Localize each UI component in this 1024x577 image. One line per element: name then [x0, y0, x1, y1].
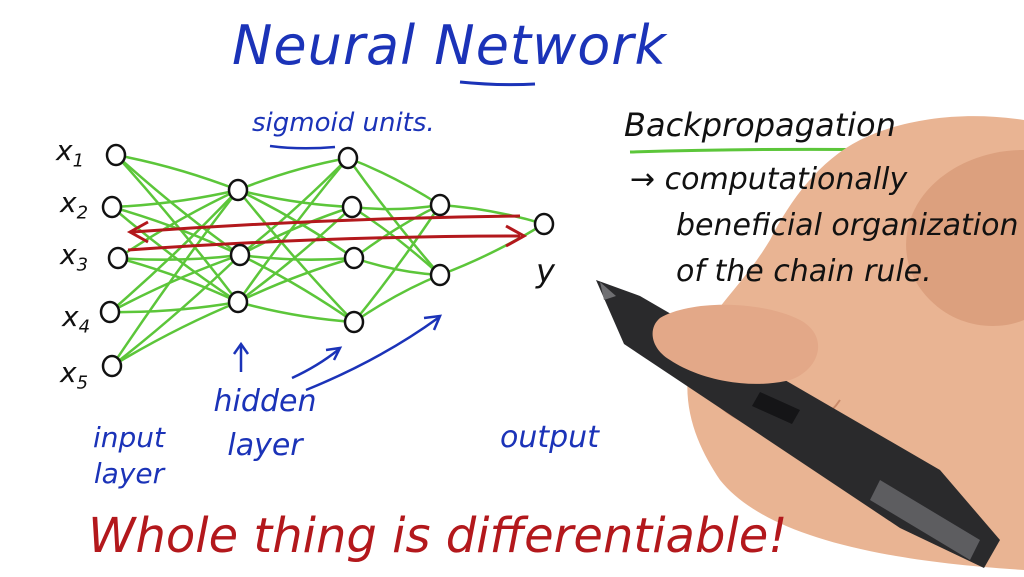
connection-edge [237, 256, 355, 304]
connection-edge [109, 300, 239, 314]
hand-with-pen [596, 116, 1024, 570]
connection-edge [111, 206, 239, 304]
hidden-node [227, 290, 249, 314]
sigmoid-underline [269, 144, 336, 150]
connection-edge [239, 205, 353, 257]
backprop-title: Backpropagation [624, 106, 896, 144]
connection-edge [117, 256, 239, 304]
input-layer-label-line1: input [92, 421, 166, 454]
connection-edge [109, 253, 241, 314]
hidden-arrow-right1-head [325, 346, 343, 361]
connection-edge [353, 204, 442, 323]
output-node [533, 212, 555, 236]
hidden-arrow-up-head [232, 341, 250, 355]
backprop-line-1: → computationally [630, 162, 908, 197]
title-underline [459, 80, 536, 87]
hidden-node [429, 193, 451, 217]
hidden-layer-label-line1: hidden [213, 384, 317, 419]
connection-edge [109, 189, 239, 313]
forward-arrow [127, 234, 521, 252]
connection-edge [237, 156, 349, 192]
connection-edge [237, 300, 355, 324]
connection-edge [439, 203, 545, 226]
output-layer-label: output [500, 420, 599, 455]
hidden-arrow-right2 [305, 316, 439, 392]
input-node [107, 246, 129, 270]
connection-edge [111, 188, 239, 209]
hidden-node [229, 243, 251, 267]
input-node [101, 195, 123, 219]
input-label-x1: x1 [56, 134, 85, 172]
hidden-node [337, 146, 359, 170]
connection-edge [115, 154, 239, 303]
connection-edge [111, 300, 239, 368]
hidden-node [343, 310, 365, 334]
backward-arrow [131, 214, 521, 234]
hidden-arrow-right2-head [423, 314, 443, 331]
connection-edge [353, 203, 441, 259]
hidden-node [227, 178, 249, 202]
input-node [99, 300, 121, 324]
hidden-node [341, 195, 363, 219]
connection-edge [353, 273, 441, 324]
connection-edge [239, 157, 349, 256]
input-label-x5: x5 [60, 356, 89, 394]
forward-arrowhead [505, 224, 528, 248]
input-layer-label: input layer [74, 420, 184, 492]
connection-edge [236, 157, 349, 303]
input-layer-label-line2: layer [93, 457, 165, 490]
connection-edge [439, 222, 545, 277]
network-edges [109, 153, 545, 368]
backprop-line-2: beneficial organization [676, 208, 1019, 243]
differentiable-note: Whole thing is differentiable! [88, 508, 788, 564]
connection-edge [347, 156, 441, 207]
hidden-node [429, 263, 451, 287]
backward-arrowhead [126, 220, 149, 244]
connection-edge [351, 203, 441, 211]
hidden-layer-label-line2: layer [227, 428, 303, 463]
network-nodes [99, 143, 555, 378]
connection-edge [237, 188, 353, 209]
hidden-node [343, 246, 365, 270]
page-title: Neural Network [232, 14, 667, 77]
input-node [101, 354, 123, 378]
connection-edge [110, 189, 239, 367]
connection-edge [115, 153, 239, 192]
connection-edge [239, 253, 355, 261]
output-symbol: y [536, 252, 555, 290]
connection-edge [111, 254, 241, 367]
input-label-x4: x4 [62, 300, 91, 338]
hidden-layer-label: hidden layer [210, 380, 320, 468]
connection-edge [239, 253, 355, 324]
hidden-arrow-right1 [291, 349, 339, 380]
input-node [105, 143, 127, 167]
connection-edge [117, 253, 241, 261]
input-label-x3: x3 [60, 238, 89, 276]
sigmoid-units-label: sigmoid units. [252, 108, 435, 138]
input-label-x2: x2 [60, 186, 89, 224]
backprop-line-3: of the chain rule. [676, 254, 932, 289]
